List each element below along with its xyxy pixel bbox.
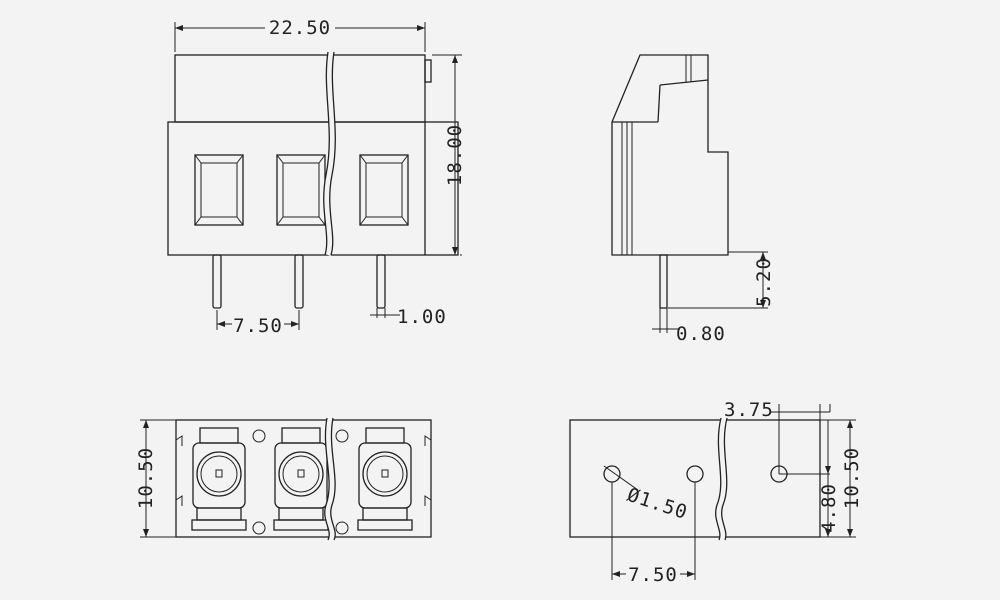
front-pins: [212, 254, 386, 309]
pcb-offset-label: 3.75: [724, 399, 774, 421]
screw-units: [191, 427, 413, 531]
side-pin-length-label: 5.20: [753, 257, 775, 307]
side-profile: [611, 54, 729, 256]
pin-width-label: 1.00: [397, 306, 447, 328]
top-depth-label: 10.50: [135, 447, 157, 509]
pcb-row-offset-label: 4.80: [818, 483, 840, 533]
front-openings: [194, 154, 409, 226]
pcb-depth-label: 10.50: [841, 447, 863, 509]
pcb-layout-view: Ø1.50 3.75 4.80 10.50 7.50: [569, 399, 863, 586]
front-pitch-label: 7.50: [233, 315, 283, 337]
pcb-holes: [603, 465, 830, 483]
front-latch: [424, 59, 432, 83]
front-top-body: [174, 54, 426, 123]
front-lower-body: [167, 121, 459, 256]
side-view: 5.20 0.80: [611, 54, 775, 345]
side-pin-thickness-label: 0.80: [676, 323, 726, 345]
front-height-label: 18.00: [444, 124, 466, 186]
top-body: [175, 419, 432, 538]
hole-diameter-label: Ø1.50: [624, 484, 690, 524]
pcb-pitch-label: 7.50: [628, 564, 678, 586]
front-width-label: 22.50: [269, 17, 331, 39]
side-pin: [659, 254, 668, 309]
top-view: 10.50: [135, 417, 432, 542]
front-view: 22.50 18.00 7.50 1.00: [167, 14, 466, 337]
